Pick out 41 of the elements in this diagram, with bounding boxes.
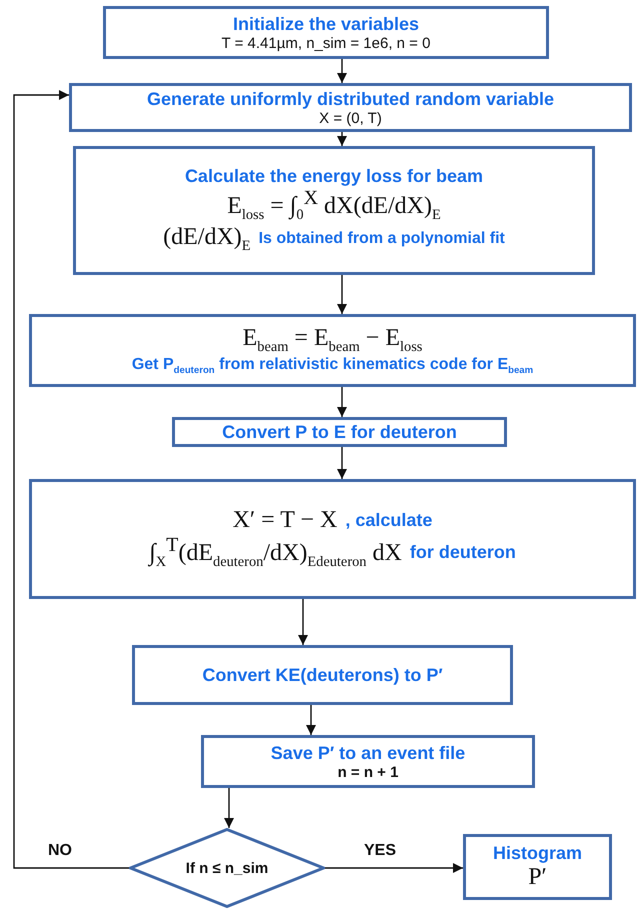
arrow [337,387,347,417]
step-heading: Convert KE(deuterons) to P′ [202,664,443,686]
process-box [103,6,549,59]
formula: X′ = T − X [232,507,338,534]
arrow [337,59,347,83]
formula: ∫$_{X}$$^{T}$(dE$_{deuteron}$/dX)$_{E}$$_{deuteron}$ dX [149,534,402,571]
process-box [132,645,513,705]
process-box [29,314,636,387]
step-note: , calculate [345,510,432,532]
formula: E$_{beam}$ = E$_{beam}$ − E$_{loss}$ [242,325,422,356]
process-box [29,479,636,599]
process-box [73,146,595,275]
step-heading: Convert P to E for deuteron [222,422,457,442]
arrow [224,788,234,828]
process-box [463,834,612,900]
formula: (dE/dX)$_{E}$ [163,224,251,255]
step-heading: Get P$_{deuteron}$ from relativistic kinematics code for E$_{beam}$ [132,356,534,376]
step-detail: n = n + 1 [338,764,398,780]
step-detail: X = (0, T) [319,110,382,126]
formula: P′ [528,864,547,891]
step-note: for deuteron [410,542,516,563]
step-heading: Save P′ to an event file [270,742,466,764]
step-detail: T = 4.41µm, n_sim = 1e6, n = 0 [222,34,430,52]
decision-diamond [129,828,325,908]
condition-text: If n ≤ n_sim [186,860,268,876]
step-heading: Generate uniformly distributed random variable [146,88,554,110]
arrow [306,705,316,735]
process-box [172,417,507,447]
step-heading: Histogram [492,843,582,864]
arrow [337,132,347,146]
arrow [337,275,347,314]
step-heading: Initialize the variables [232,14,420,34]
step-note: Is obtained from a polynomial fit [258,230,505,248]
process-box [201,735,535,788]
arrow [325,863,463,873]
arrow [298,599,308,645]
arrow [13,90,129,869]
step-heading: Calculate the energy loss for beam [184,166,484,188]
formula: E$_{loss}$ = ∫$_{0}$$^{X}$ dX(dE/dX)$_{E}$ [227,187,441,224]
process-box [69,83,632,132]
arrow [337,447,347,479]
